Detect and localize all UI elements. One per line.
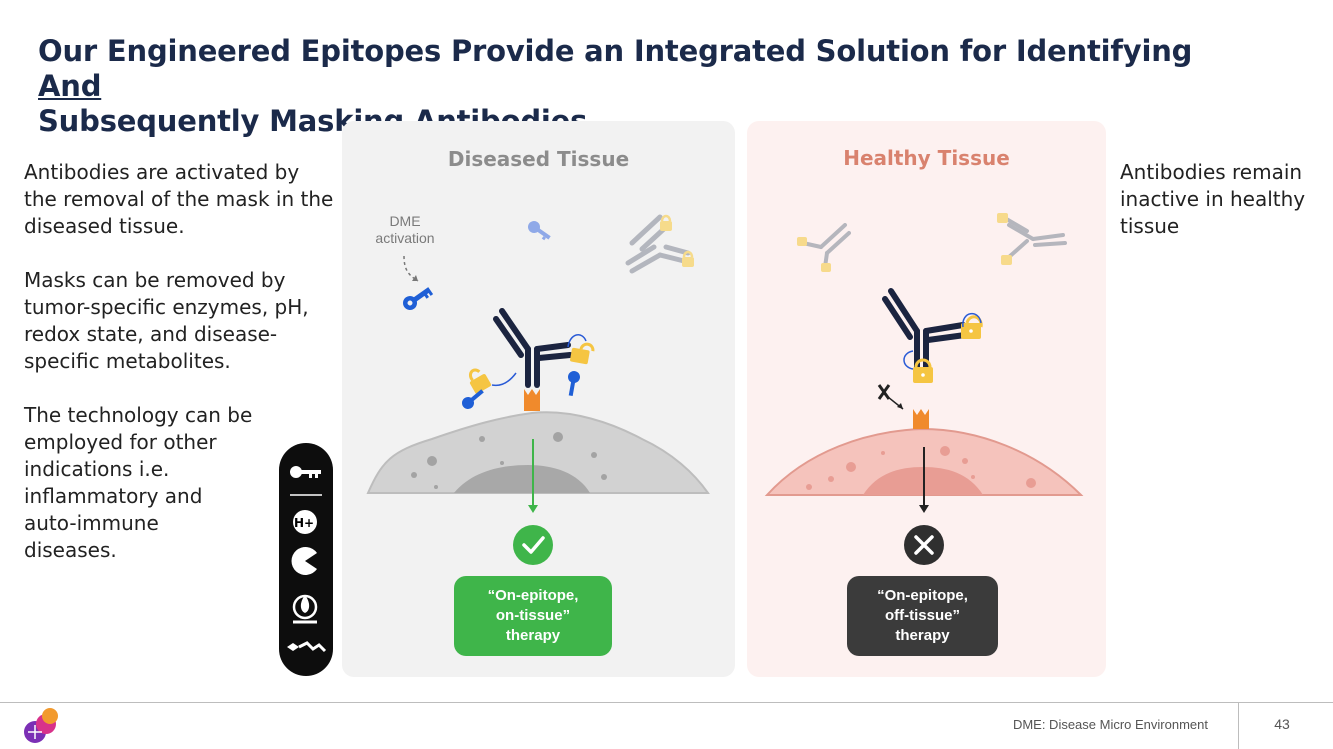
masked-antibody: [882, 288, 968, 370]
mechanism-icon-bar: H+: [279, 443, 333, 676]
healthy-illustration: [764, 213, 1084, 565]
outcome-line-1: “On-epitope,: [877, 587, 968, 604]
h-plus-icon: H+: [293, 510, 317, 534]
outcome-line-1: “On-epitope,: [487, 587, 579, 604]
healthy-tissue-panel: Healthy Tissue: [747, 121, 1106, 677]
diseased-tissue-nucleus: [454, 465, 590, 493]
activated-antibody: [493, 308, 573, 388]
outcome-line-2: off-tissue”: [884, 607, 960, 624]
locked-mask-right: [961, 315, 983, 339]
title-text: Our Engineered Epitopes Provide an Integ…: [38, 34, 1193, 68]
inserted-key-right: [568, 371, 580, 397]
page-number: 43: [1274, 716, 1290, 732]
left-paragraph-3: The technology can be employed for other…: [24, 403, 253, 562]
pacman-enzyme-icon: [291, 547, 317, 575]
left-paragraph-2: Masks can be removed by tumor-specific e…: [24, 268, 309, 373]
footer-divider: [0, 702, 1333, 703]
company-logo: [22, 706, 62, 746]
diseased-tissue-mound: [366, 411, 710, 494]
metabolite-icon: [287, 641, 327, 653]
diseased-panel-title: Diseased Tissue: [447, 147, 630, 171]
inserted-key-left: [462, 389, 484, 409]
faded-key-icon: [528, 221, 551, 241]
epitope: [913, 409, 929, 429]
off-tissue-outcome-box: “On-epitope, off-tissue” therapy: [847, 576, 998, 656]
free-key-icon: [403, 287, 434, 310]
epitope: [524, 389, 540, 411]
footer-note: DME: Disease Micro Environment: [1012, 717, 1208, 732]
redox-flame-icon: [292, 594, 318, 624]
left-description: Antibodies are activated by the removal …: [24, 159, 334, 591]
footer-vertical-divider: [1238, 702, 1239, 749]
on-tissue-outcome-box: “On-epitope, on-tissue” therapy: [454, 576, 612, 656]
outcome-line-2: on-tissue”: [495, 607, 571, 624]
locked-mask-bottom: [913, 358, 933, 383]
mechanism-icons: H+: [287, 466, 327, 653]
title-underlined-word: And: [38, 69, 102, 103]
outcome-line-3: therapy: [895, 627, 950, 644]
dme-dashed-arrow: [403, 255, 419, 282]
key-icon: [290, 466, 321, 478]
healthy-panel-title: Healthy Tissue: [843, 146, 1010, 170]
right-description: Antibodies remain inactive in healthy ti…: [1120, 160, 1306, 238]
x-icon: [904, 525, 944, 565]
masked-antibody-faded: [625, 214, 694, 274]
unlocked-mask-right: [570, 342, 595, 365]
unlocked-mask-left: [468, 368, 492, 394]
outcome-line-3: therapy: [505, 627, 561, 644]
masked-antibody-faded-left: [797, 223, 851, 272]
check-icon: [513, 525, 553, 565]
diseased-tissue-panel: Diseased Tissue DME activation: [342, 121, 735, 677]
left-paragraph-1: Antibodies are activated by the removal …: [24, 160, 334, 238]
diseased-illustration: [366, 214, 710, 565]
masked-antibody-faded-right: [997, 213, 1067, 265]
dme-activation-label: DME activation: [375, 213, 435, 246]
h-plus-label: H+: [294, 516, 314, 530]
